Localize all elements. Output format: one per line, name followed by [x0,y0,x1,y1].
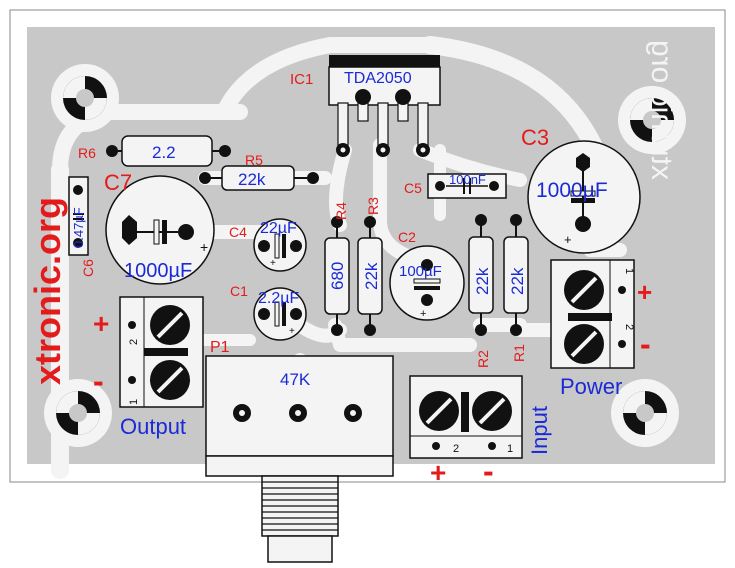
r6-ref: R6 [78,145,96,161]
connector-power [550,259,635,369]
capacitor-c2: + [389,245,465,321]
c7-value: 1000µF [124,260,192,282]
p1-ref: P1 [210,339,230,356]
potentiometer-p1 [205,355,394,563]
input-pin1: 1 [507,443,513,455]
output-pin1: 1 [128,399,140,405]
mounting-hole-top-right [618,86,686,154]
r5-ref: R5 [245,152,263,168]
c3-ref: C3 [521,125,549,150]
c5-value: 100nF [449,172,486,187]
mounting-hole-bottom-right [611,379,679,447]
output-pin2: 2 [128,339,140,345]
c4-value: 22µF [260,220,297,237]
resistor-r1 [503,214,529,336]
output-plus: + [93,308,109,339]
power-pin1: 1 [623,268,635,274]
input-minus: - [483,453,494,489]
capacitor-c1: + [253,287,307,341]
connector-input [409,375,523,459]
r5-value: 22k [238,170,266,189]
capacitor-c5 [427,173,507,199]
brand-text: xtronic.org [27,197,68,385]
r4-ref: R4 [333,202,349,220]
output-minus: - [93,363,104,399]
c7-ref: C7 [104,170,132,195]
ic1-tda2050 [328,55,441,157]
power-pin2: 2 [623,324,635,330]
resistor-r2 [468,214,494,336]
r6-value: 2.2 [152,143,176,162]
connector-output [119,296,204,408]
power-label: Power [560,374,622,399]
capacitor-c6 [68,176,89,256]
input-plus: + [430,457,446,488]
c4-ref: C4 [229,224,247,240]
capacitor-c4: + [253,218,307,272]
r4-value: 680 [328,262,347,290]
mounting-hole-top-left [51,64,119,132]
mounting-hole-bottom-left [44,379,112,447]
c2-value: 100µF [399,263,442,280]
svg-text:+: + [270,258,276,269]
input-label: Input [527,406,552,455]
resistor-r4 [324,216,350,336]
c6-ref: C6 [80,259,96,277]
c6-value: 0.47µF [71,207,86,248]
c2-ref: C2 [398,229,416,245]
svg-text:+: + [564,232,572,247]
capacitor-c3: + [527,140,641,254]
resistor-r5 [199,165,319,191]
svg-text:+: + [289,326,295,337]
r1-ref: R1 [511,344,527,362]
input-pin2: 2 [453,443,459,455]
resistor-r6 [106,135,231,167]
r1-value: 22k [508,267,527,295]
p1-value: 47K [280,370,311,389]
power-plus: + [637,277,652,307]
resistor-r3 [357,216,383,336]
svg-text:+: + [420,308,426,320]
c1-ref: C1 [230,283,248,299]
r3-ref: R3 [365,197,381,215]
ic1-ref: IC1 [290,71,313,88]
r2-ref: R2 [475,350,491,368]
c1-value: 2.2µF [258,290,299,307]
brand-text-mirrored: xtronic.org [645,40,678,180]
c5-ref: C5 [404,180,422,196]
c3-value: 1000µF [536,179,608,202]
output-label: Output [120,414,186,439]
ic1-value: TDA2050 [344,70,412,87]
power-minus: - [640,326,651,362]
r2-value: 22k [473,267,492,295]
capacitor-c7: + [105,175,215,285]
r3-value: 22k [362,262,381,290]
svg-text:+: + [200,239,208,255]
